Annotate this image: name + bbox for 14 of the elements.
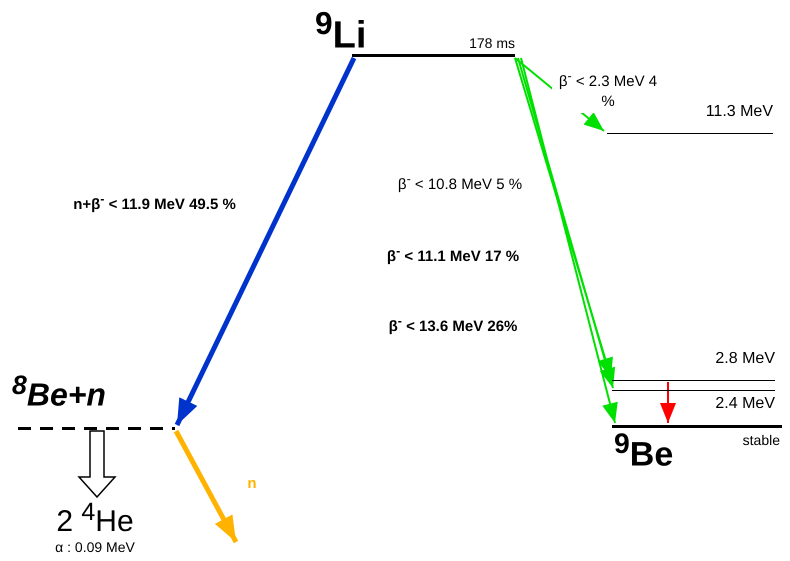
energy-label: 11.3 MeV	[706, 104, 773, 120]
energy-label: 2.8 MeV	[715, 351, 775, 367]
decay-arrow	[174, 56, 356, 426]
decay-arrow	[660, 382, 676, 423]
alpha-energy-label: α : 0.09 MeV	[54, 540, 136, 554]
decay-arrow	[174, 430, 238, 544]
half-life-label: 178 ms	[469, 36, 515, 50]
stability-label: stable	[742, 433, 780, 447]
isotope-label: $^{8}$Be+n	[12, 372, 106, 411]
isotope-label: $^{9}$Be	[614, 430, 674, 472]
isotope-label: $^{9}$Li	[315, 8, 366, 55]
hollow-arrow	[77, 430, 117, 498]
decay-product-label: 2 $^{4}$He	[55, 500, 135, 537]
energy-label: 2.4 MeV	[715, 396, 775, 412]
